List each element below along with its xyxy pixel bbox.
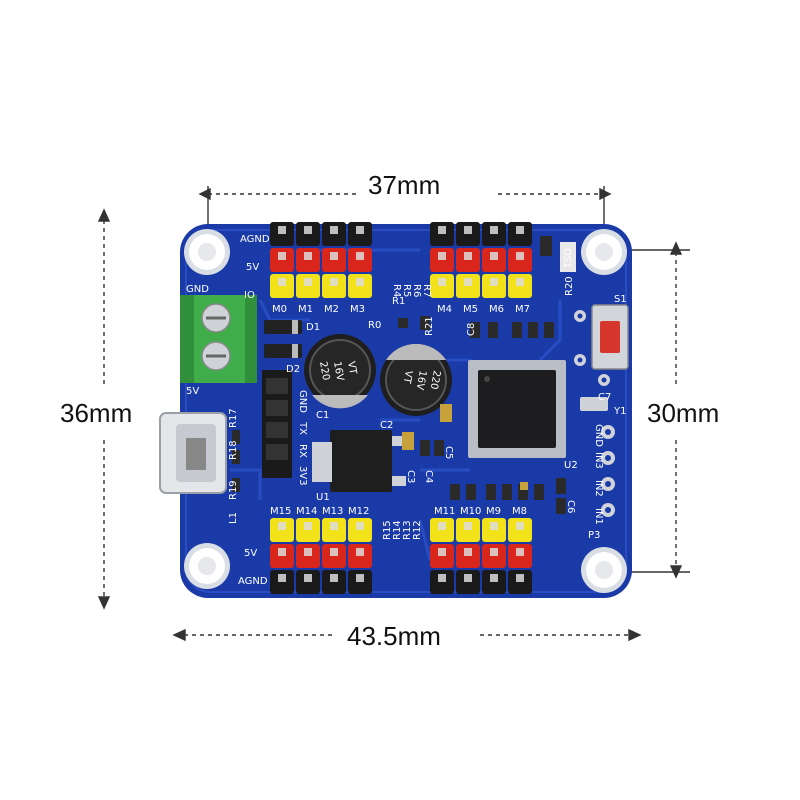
- silk-ref-c3: C3: [405, 470, 416, 483]
- silk-servo-m0: M0: [272, 304, 287, 315]
- header-bottom-right: [430, 518, 532, 594]
- silk-5v-top: 5V: [246, 262, 259, 273]
- push-button: [591, 304, 629, 370]
- silk-5v-bottom: 5V: [244, 548, 257, 559]
- silk-ref-r7: R7: [421, 284, 432, 297]
- mounting-holes: [184, 229, 627, 593]
- led: [560, 242, 576, 272]
- silk-terminal-5v: 5V: [186, 386, 199, 397]
- silk-ref-r15: R15: [382, 520, 393, 540]
- silk-ref-y1: Y1: [613, 406, 626, 417]
- silk-uart-rx: RX: [297, 444, 308, 458]
- silk-servo-m6: M6: [489, 304, 504, 315]
- silk-ref-d1: D1: [306, 322, 320, 333]
- uart-header: [262, 370, 292, 478]
- silk-ref-s1: S1: [614, 294, 627, 305]
- silk-servo-m11: M11: [434, 506, 455, 517]
- silk-ref-d2: D2: [286, 364, 300, 375]
- silk-ref-c4: C4: [423, 470, 434, 483]
- silk-ref-r19: R19: [228, 480, 239, 500]
- silk-servo-m4: M4: [437, 304, 452, 315]
- silk-ref-c6: C6: [565, 500, 576, 513]
- silk-cap-left-0: 220: [317, 361, 331, 382]
- silk-io-top: IO: [244, 290, 255, 301]
- silk-ref-r1: R1: [392, 296, 405, 307]
- silk-cap-right-2: VT: [401, 369, 414, 385]
- silk-ref-r12: R12: [412, 520, 423, 540]
- diodes: [264, 320, 302, 358]
- micro-usb-port: [159, 412, 227, 494]
- silk-cap-right-1: 16V: [414, 369, 428, 390]
- silk-ref-r18: R18: [228, 440, 239, 460]
- silk-ref-c5: C5: [443, 446, 454, 459]
- silk-servo-m15: M15: [270, 506, 291, 517]
- silk-cap-left-2: VT: [345, 361, 358, 377]
- silk-servo-m12: M12: [348, 506, 369, 517]
- silk-servo-m14: M14: [296, 506, 317, 517]
- header-top-right: [430, 222, 532, 298]
- top-width-label: 37mm: [368, 170, 441, 200]
- silk-ref-r21: R21: [424, 316, 435, 336]
- silk-io-in1: IN1: [593, 508, 604, 525]
- silk-ref-r6: R6: [411, 284, 422, 297]
- silk-cap-right-0: 220: [428, 369, 442, 390]
- silk-agnd-bottom: AGND: [238, 576, 268, 587]
- silk-servo-m8: M8: [512, 506, 527, 517]
- silk-io-gnd: GND: [593, 424, 604, 447]
- silk-agnd-top: AGND: [240, 234, 270, 245]
- silk-servo-m2: M2: [324, 304, 339, 315]
- silk-ref-r5: R5: [401, 284, 412, 297]
- silk-ref-c1: C1: [316, 410, 329, 421]
- microcontroller-chip: [468, 360, 566, 458]
- left-height-label: 36mm: [60, 398, 133, 428]
- silk-servo-m3: M3: [350, 304, 365, 315]
- silk-ref-c2: C2: [380, 420, 393, 431]
- silk-uart-3v3: 3V3: [297, 466, 308, 486]
- screw-terminal: [180, 295, 257, 383]
- silk-ref-u1: U1: [316, 492, 330, 503]
- header-bottom-left: [270, 518, 372, 594]
- silk-ref-c7: C7: [598, 392, 611, 403]
- silk-servo-m7: M7: [515, 304, 530, 315]
- silk-servo-m9: M9: [486, 506, 501, 517]
- silk-terminal-gnd: GND: [186, 284, 209, 295]
- silk-ref-ds1: DS1: [561, 248, 572, 268]
- silk-uart-gnd: GND: [297, 390, 308, 413]
- silk-ref-r17: R17: [228, 408, 239, 428]
- crystal: [580, 397, 608, 411]
- silk-ref-c8: C8: [466, 323, 477, 336]
- silk-io-in2: IN2: [593, 480, 604, 497]
- servo-headers: [270, 222, 532, 594]
- silk-servo-m5: M5: [463, 304, 478, 315]
- header-top-left: [270, 222, 372, 298]
- silk-cap-left-1: 16V: [331, 361, 345, 382]
- silk-ref-l1: L1: [228, 512, 239, 524]
- smd-components: [232, 236, 566, 514]
- voltage-regulator: [312, 430, 406, 492]
- capacitor-right: [380, 343, 452, 416]
- bottom-width-label: 43.5mm: [347, 621, 441, 651]
- silk-ref-r0: R0: [368, 320, 381, 331]
- io-pads: [574, 310, 615, 517]
- silk-io-in3: IN3: [593, 452, 604, 469]
- silk-ref-p3: P3: [588, 530, 600, 541]
- silk-servo-m1: M1: [298, 304, 313, 315]
- silk-servo-m13: M13: [322, 506, 343, 517]
- silk-ref-r20: R20: [564, 276, 575, 296]
- silk-ref-u2: U2: [564, 460, 578, 471]
- smd-caps-tan: [402, 404, 528, 490]
- capacitor-left: [304, 334, 376, 409]
- silk-ref-r4: R4: [391, 284, 402, 297]
- silk-ref-r13: R13: [402, 520, 413, 540]
- silk-servo-m10: M10: [460, 506, 481, 517]
- silk-uart-tx: TX: [297, 421, 308, 435]
- right-height-label: 30mm: [647, 398, 720, 428]
- silk-ref-r14: R14: [392, 520, 403, 540]
